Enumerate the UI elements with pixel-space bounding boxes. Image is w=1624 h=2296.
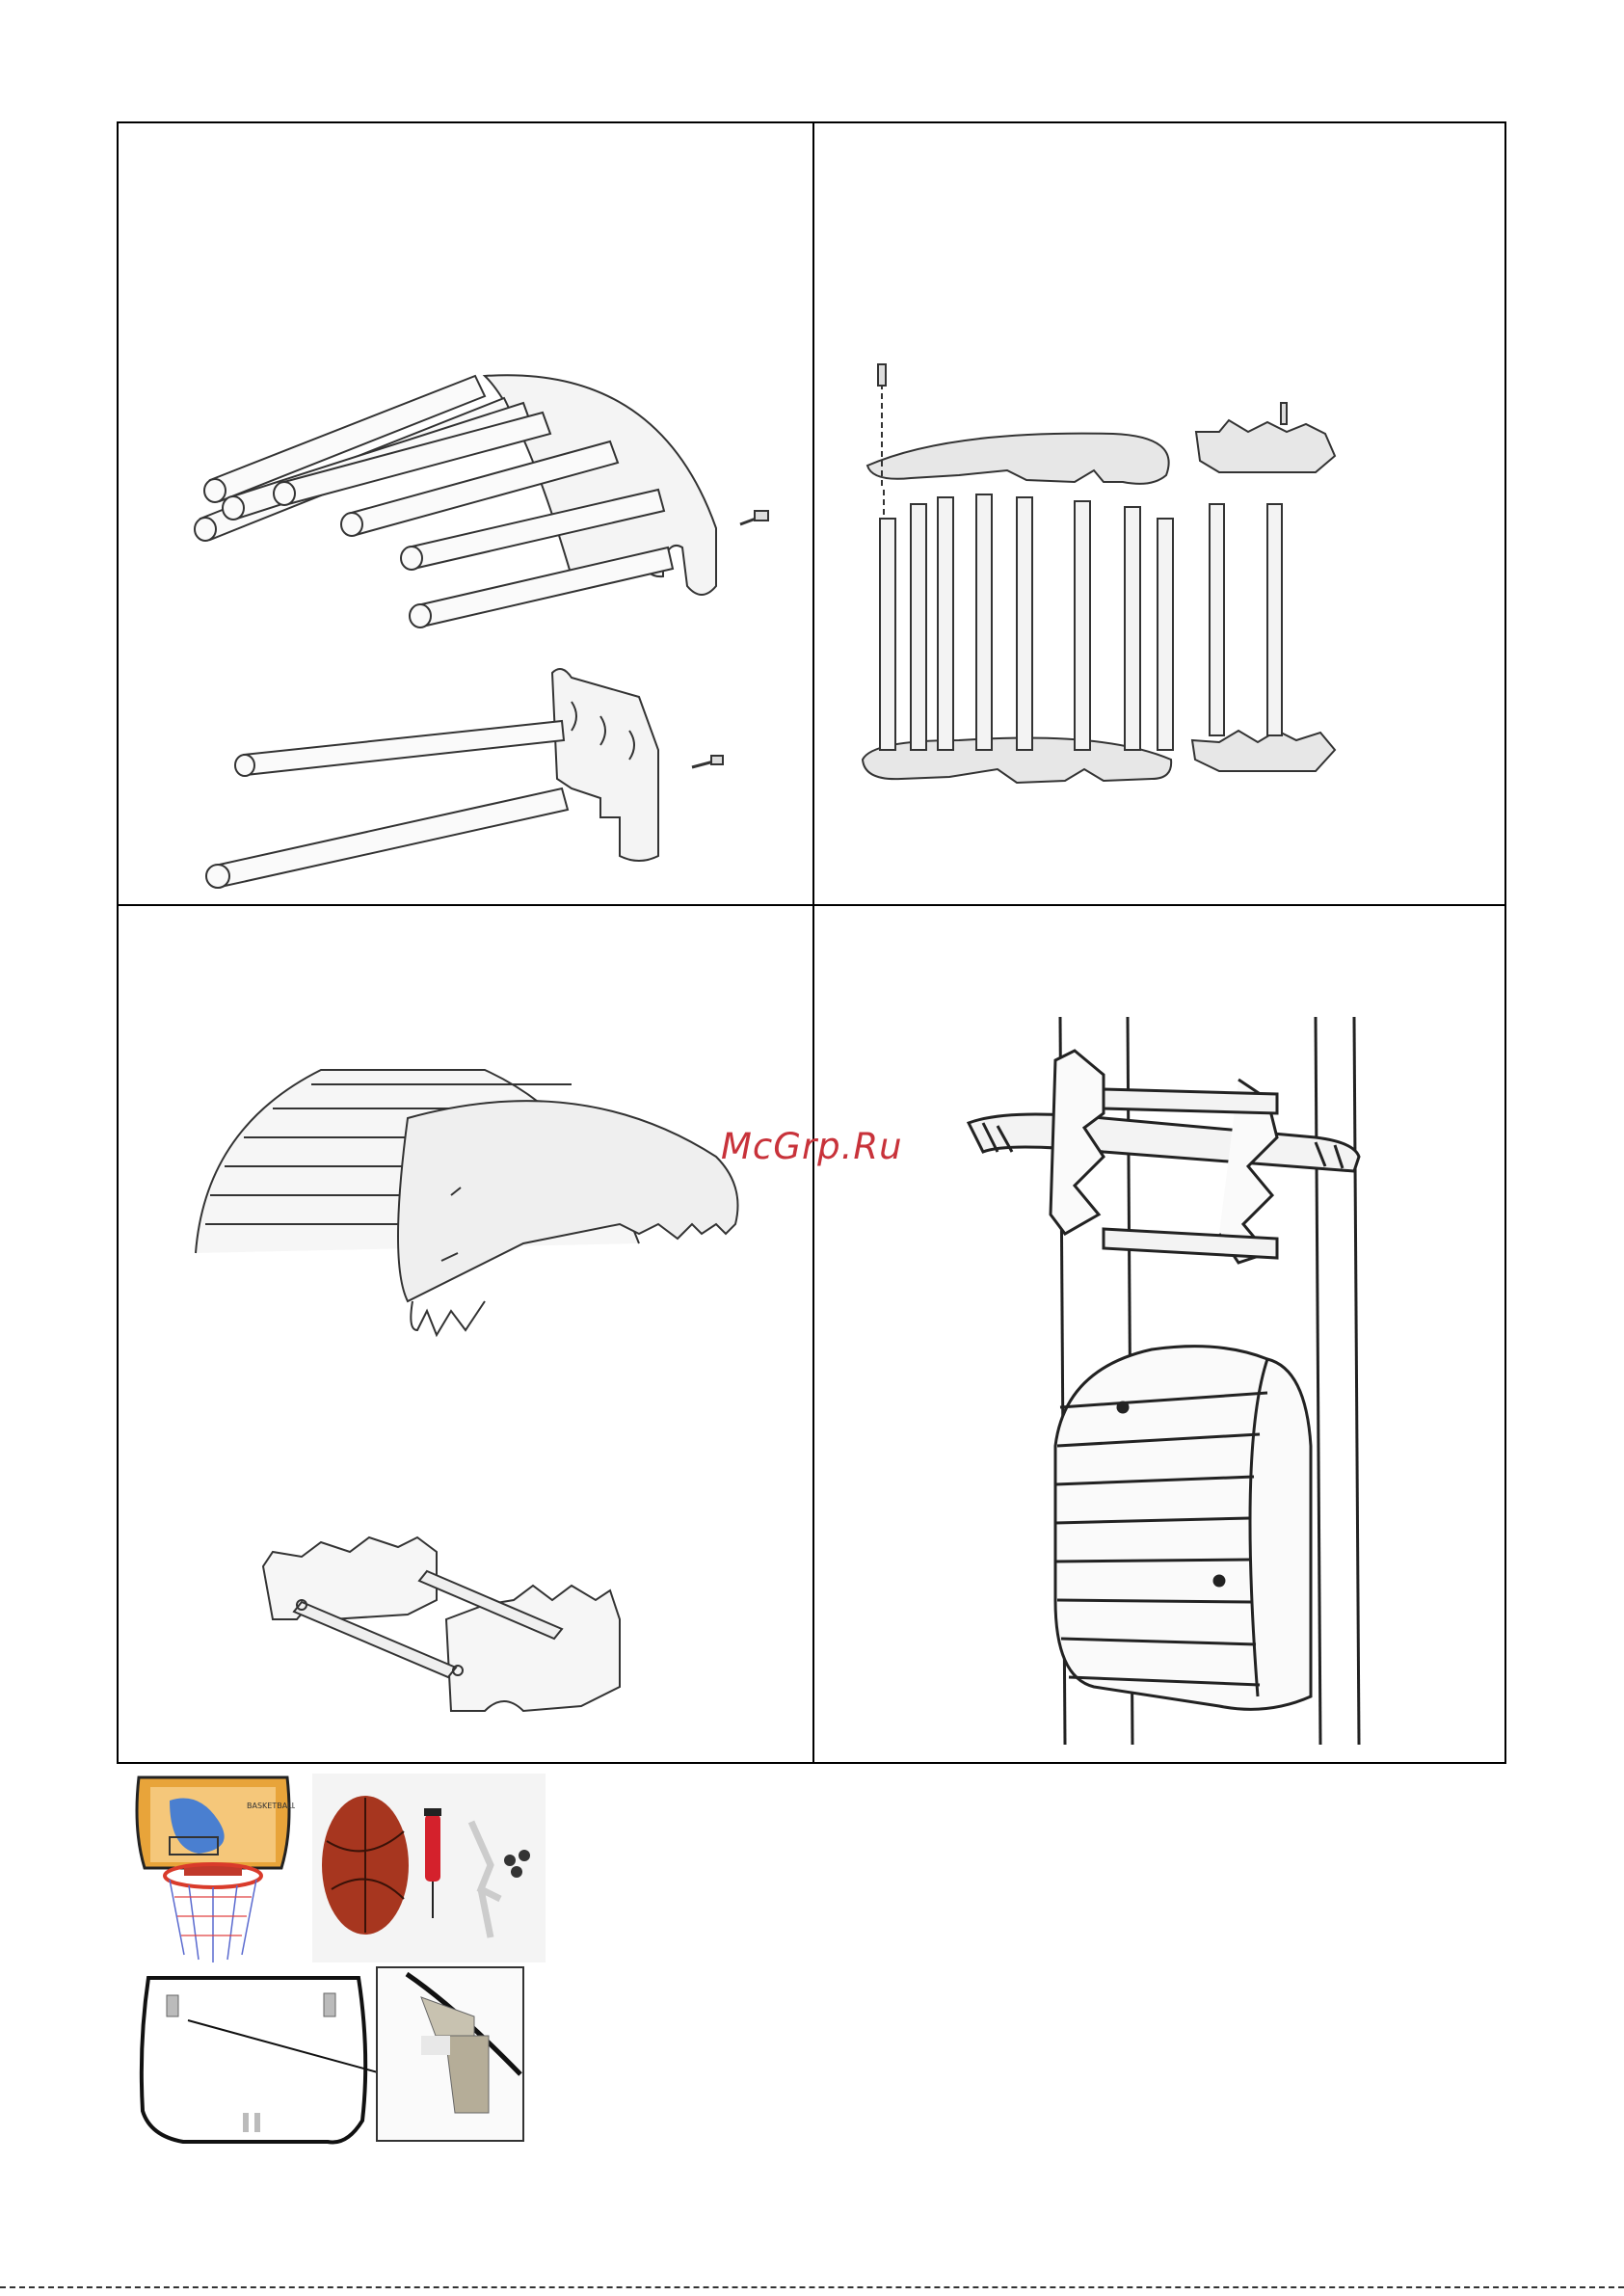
- page-bottom-rule: [0, 2286, 1624, 2288]
- backboard-brand-text: BASKETBALL: [247, 1802, 295, 1810]
- figure-grid: [117, 121, 1506, 1764]
- backboard-rear-photo: [135, 1966, 378, 2151]
- figure-exploded-rollers: [119, 123, 812, 904]
- watermark: McGrp.Ru: [721, 1126, 903, 1167]
- figure-installed: [814, 906, 1508, 1766]
- bracket-detail-photo: [376, 1966, 524, 2142]
- figure-exploded-panels: [814, 123, 1508, 904]
- basketball-backboard-photo: BASKETBALL: [131, 1772, 295, 1964]
- figure-assembled: [119, 906, 812, 1766]
- ball-pump-bracket-photo: [312, 1774, 546, 1962]
